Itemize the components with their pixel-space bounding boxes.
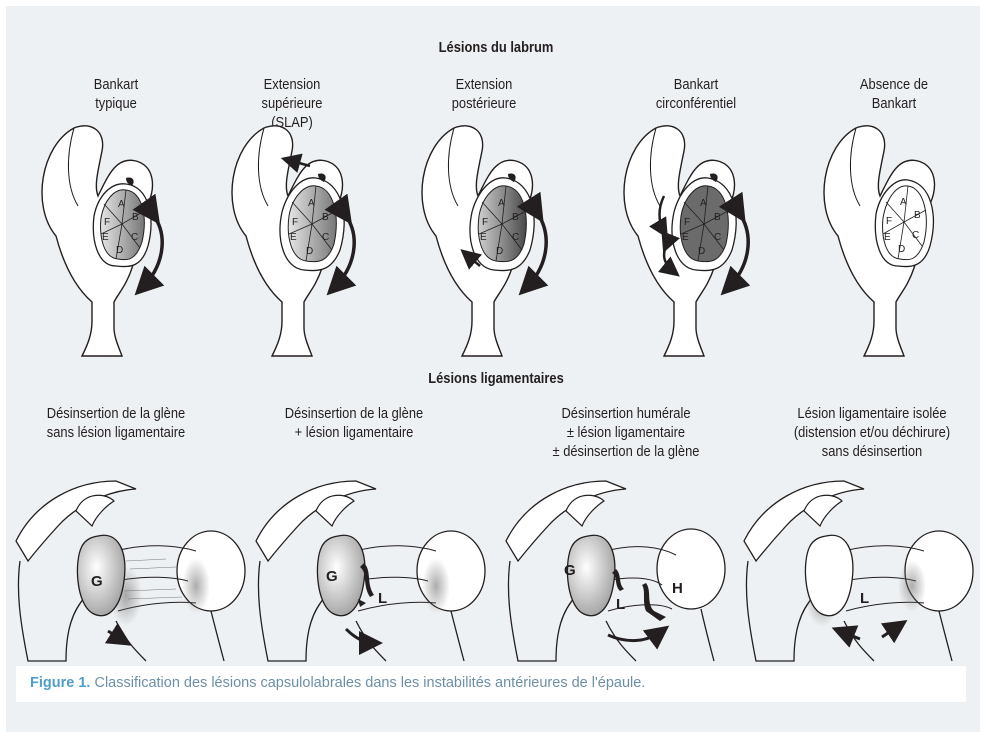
svg-text:L: L: [378, 590, 387, 607]
ligament-label-3: Désinsertion humérale ± lésion ligamenta…: [531, 404, 720, 461]
labrum-section-title: Lésions du labrum: [401, 39, 590, 56]
svg-text:B: B: [714, 212, 721, 223]
ligament-section-title: Lésions ligamentaires: [401, 370, 590, 387]
svg-text:A: A: [900, 197, 907, 208]
caption-text: Figure 1. Classification des lésions cap…: [30, 675, 645, 691]
svg-text:C: C: [322, 232, 329, 243]
svg-text:D: D: [898, 244, 905, 255]
svg-text:D: D: [116, 245, 123, 256]
svg-text:E: E: [682, 232, 689, 243]
svg-text:E: E: [480, 232, 487, 243]
svg-text:G: G: [91, 573, 103, 590]
ligament-shoulder-4: L: [734, 471, 974, 661]
labrum-label-3: Extension postérieure: [424, 75, 544, 113]
labrum-scapula-2: A B C D E F: [226, 116, 376, 366]
svg-text:F: F: [292, 217, 298, 228]
svg-text:F: F: [886, 216, 892, 227]
svg-text:C: C: [512, 232, 519, 243]
svg-text:D: D: [496, 246, 503, 257]
svg-text:B: B: [914, 210, 921, 221]
svg-text:B: B: [512, 212, 519, 223]
svg-text:C: C: [912, 230, 919, 241]
labrum-scapula-3: A B C D E F: [416, 116, 566, 366]
caption-body: Classification des lésions capsulolabral…: [90, 675, 645, 691]
svg-text:F: F: [104, 217, 110, 228]
svg-text:F: F: [482, 217, 488, 228]
svg-text:A: A: [308, 198, 315, 209]
svg-text:D: D: [306, 246, 313, 257]
svg-text:A: A: [498, 198, 505, 209]
ligament-shoulder-1: G: [6, 471, 246, 661]
svg-text:E: E: [102, 232, 109, 243]
figure-panel: Lésions du labrum Lésions ligamentaires …: [6, 6, 980, 732]
figure-caption: Figure 1. Classification des lésions cap…: [16, 666, 966, 702]
svg-text:A: A: [700, 198, 707, 209]
labrum-scapula-5: A B C D E F: [818, 116, 968, 366]
caption-label: Figure 1.: [30, 675, 90, 691]
svg-text:C: C: [714, 232, 721, 243]
ligament-shoulder-2: G L: [246, 471, 486, 661]
svg-text:G: G: [564, 562, 576, 579]
svg-text:D: D: [698, 246, 705, 257]
svg-text:B: B: [132, 212, 139, 223]
svg-text:E: E: [290, 232, 297, 243]
ligament-shoulder-3: G L H: [496, 471, 736, 661]
svg-text:A: A: [118, 199, 125, 210]
labrum-label-1: Bankart typique: [56, 75, 176, 113]
labrum-label-5: Absence de Bankart: [834, 75, 954, 113]
svg-text:C: C: [131, 232, 138, 243]
svg-text:E: E: [884, 232, 891, 243]
svg-text:L: L: [616, 596, 625, 613]
ligament-label-4: Lésion ligamentaire isolée (distension e…: [769, 404, 975, 461]
svg-text:B: B: [322, 212, 329, 223]
svg-text:F: F: [684, 217, 690, 228]
svg-text:G: G: [326, 568, 338, 585]
svg-text:H: H: [672, 580, 683, 597]
ligament-label-2: Désinsertion de la glène + lésion ligame…: [259, 404, 448, 442]
svg-text:L: L: [860, 590, 869, 607]
ligament-label-1: Désinsertion de la glène sans lésion lig…: [13, 404, 219, 442]
labrum-scapula-1: A B C D E F: [36, 116, 186, 366]
labrum-scapula-4: A B C D E F: [618, 116, 768, 366]
labrum-label-4: Bankart circonférentiel: [632, 75, 761, 113]
